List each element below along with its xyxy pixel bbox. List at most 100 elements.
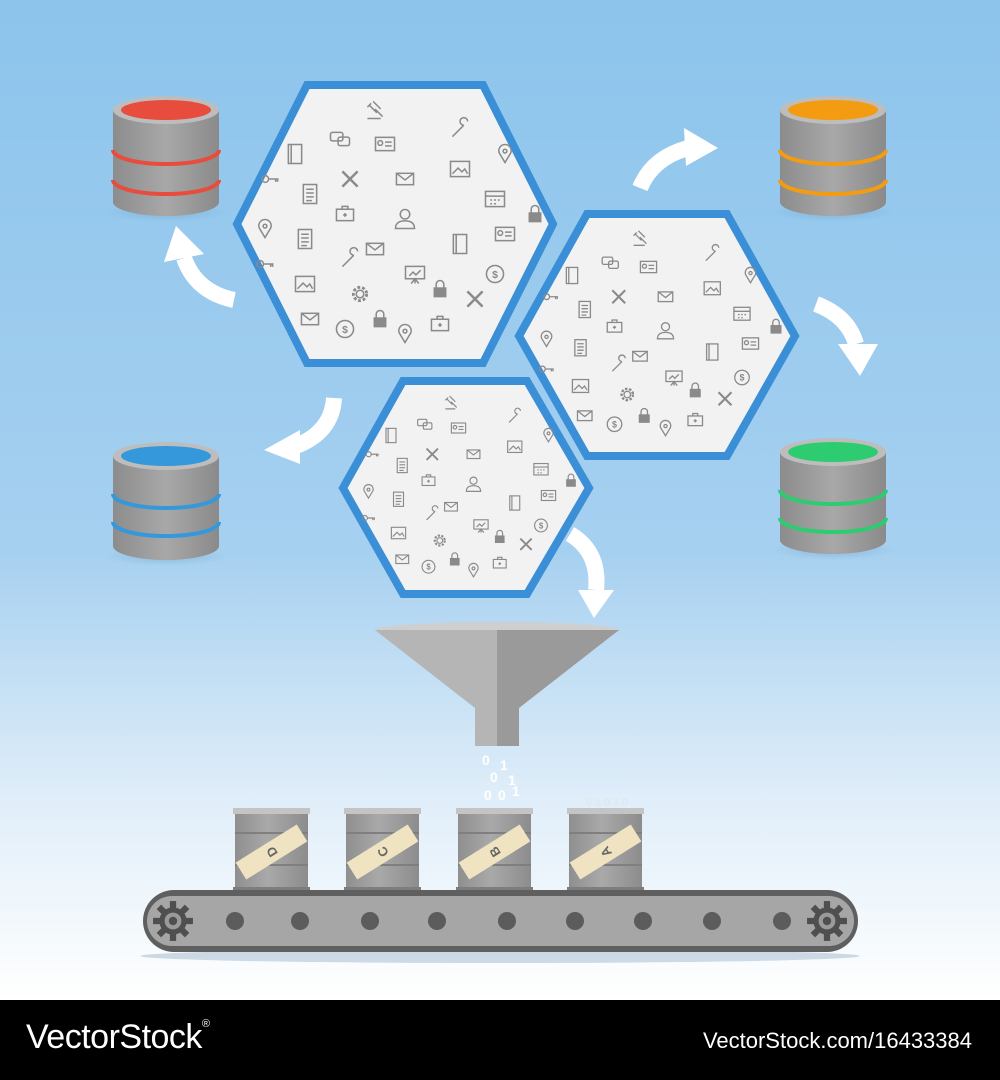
- database-green: [771, 438, 895, 560]
- roller: [291, 912, 309, 930]
- arrowhead-blue: [264, 430, 300, 464]
- lock-icon: [449, 552, 460, 566]
- binary-digit: 1: [595, 797, 601, 809]
- calendar-icon: [484, 190, 506, 208]
- lock-icon: [770, 318, 782, 334]
- id-card-icon: [639, 260, 658, 274]
- database-red: [104, 96, 228, 222]
- presentation-icon: [473, 519, 489, 533]
- binary-digit: 1: [512, 783, 520, 799]
- map-pin-icon: [498, 143, 512, 165]
- envelope-icon: [365, 242, 385, 256]
- hexagon-bottom: [338, 377, 594, 598]
- barrel-a: A: [567, 808, 644, 892]
- envelope-icon: [395, 172, 415, 186]
- binary-digit: 0: [482, 752, 490, 768]
- id-card-icon: [494, 226, 516, 242]
- svg-text:$: $: [426, 563, 431, 572]
- id-card-icon: [374, 136, 396, 152]
- map-pin-icon: [744, 266, 757, 285]
- tape-label: [569, 824, 642, 880]
- gear-icon: [620, 387, 635, 402]
- gavel-icon: [444, 395, 458, 410]
- arrow-heads: [164, 128, 878, 618]
- presentation-icon: [404, 265, 426, 284]
- lock-icon: [373, 309, 387, 328]
- gavel-icon: [366, 100, 384, 120]
- dollar-icon: $: [534, 518, 548, 533]
- roller: [566, 912, 584, 930]
- source-url: VectorStock.com/16433384: [702, 1028, 972, 1053]
- presentation-icon: [665, 370, 683, 386]
- id-card-icon: [450, 422, 467, 434]
- hexagon-right: [514, 210, 800, 460]
- key-icon: [538, 365, 554, 373]
- envelope-icon: [466, 449, 481, 460]
- binary-digit: 1: [508, 772, 516, 788]
- lock-icon: [566, 473, 576, 487]
- barrel-c: C: [344, 808, 421, 892]
- svg-text:$: $: [342, 325, 348, 336]
- calendar-icon: [533, 462, 549, 476]
- map-pin-icon: [258, 218, 272, 240]
- gavel-icon: [633, 230, 647, 246]
- tools-icon: [466, 290, 484, 308]
- arrow-to-red-db: [176, 255, 236, 308]
- envelope-icon: [657, 291, 674, 303]
- roller: [773, 912, 791, 930]
- lock-icon: [433, 279, 447, 298]
- arrowhead-funnel: [578, 590, 614, 618]
- footer-bar: VectorStock® VectorStock.com/16433384: [0, 1000, 1000, 1080]
- envelope-icon: [444, 501, 458, 512]
- svg-text:$: $: [539, 521, 544, 530]
- briefcase-icon: [687, 412, 704, 427]
- map-pin-icon: [543, 427, 554, 444]
- brand-logo: VectorStock®: [26, 1018, 210, 1056]
- binary-digit: 1: [613, 797, 619, 809]
- barrel-b: B: [456, 808, 533, 892]
- briefcase-icon: [335, 205, 355, 222]
- roller: [498, 912, 516, 930]
- tape-label: [346, 824, 419, 880]
- map-pin-icon: [468, 562, 479, 579]
- wrench-icon: [705, 243, 720, 262]
- arrowhead-orange: [684, 128, 718, 166]
- arrow-to-funnel: [565, 527, 605, 591]
- wrench-icon: [451, 116, 469, 138]
- svg-text:$: $: [740, 373, 745, 383]
- calendar-icon: [733, 306, 751, 321]
- tools-icon: [425, 447, 439, 461]
- briefcase-icon: [430, 315, 450, 332]
- document-icon: [578, 300, 592, 319]
- document-icon: [574, 339, 587, 357]
- id-card-icon: [741, 337, 760, 350]
- image-icon: [571, 378, 590, 394]
- roller: [703, 912, 721, 930]
- key-icon: [256, 259, 274, 269]
- lock-icon: [494, 529, 505, 544]
- map-pin-icon: [540, 330, 553, 348]
- map-pin-icon: [659, 419, 672, 438]
- wrench-icon: [341, 246, 359, 268]
- book-icon: [452, 233, 468, 255]
- dollar-icon: $: [734, 369, 750, 386]
- gear-icon: [433, 534, 446, 547]
- icon-pattern-hexagon-bottom: $$: [361, 395, 576, 579]
- document-icon: [392, 491, 405, 507]
- envelope-icon: [576, 410, 593, 422]
- barrel-d: D: [233, 808, 310, 892]
- document-icon: [396, 457, 408, 474]
- binary-digit: 0: [490, 769, 498, 785]
- tools-icon: [519, 537, 533, 551]
- user-icon: [394, 208, 416, 230]
- conveyor-belt: [140, 890, 860, 963]
- document-icon: [302, 183, 318, 205]
- envelope-icon: [300, 312, 320, 326]
- arrow-to-orange-db: [632, 140, 691, 192]
- tools-icon: [717, 391, 733, 406]
- binary-digit: 0: [484, 787, 492, 803]
- tape-label: [458, 824, 531, 880]
- hexagon-top-left: [232, 81, 558, 367]
